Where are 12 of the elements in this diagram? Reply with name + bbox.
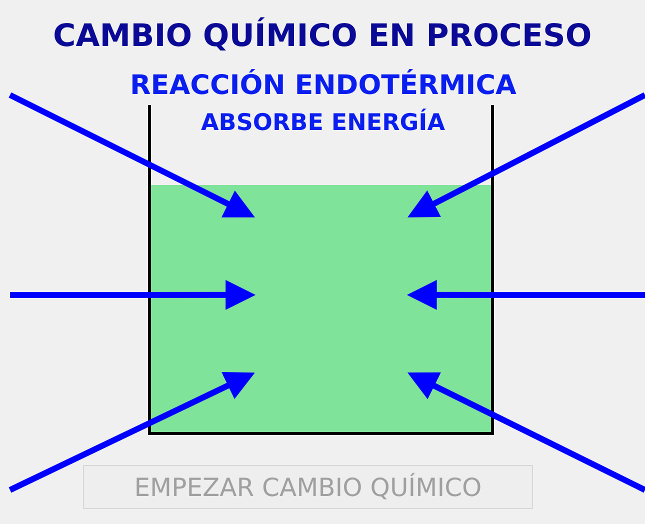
- beaker: [148, 105, 494, 435]
- arrow: [406, 280, 645, 310]
- title: CAMBIO QUÍMICO EN PROCESO: [53, 18, 592, 54]
- arrow: [8, 92, 255, 218]
- liquid: [151, 185, 491, 432]
- arrow: [407, 372, 645, 493]
- arrow: [8, 372, 255, 493]
- arrow: [10, 280, 256, 310]
- subtitle: ABSORBE ENERGÍA: [201, 110, 446, 136]
- arrow: [407, 92, 645, 218]
- start-button: EMPEZAR CAMBIO QUÍMICO: [83, 465, 533, 509]
- subtitle: REACCIÓN ENDOTÉRMICA: [130, 70, 516, 101]
